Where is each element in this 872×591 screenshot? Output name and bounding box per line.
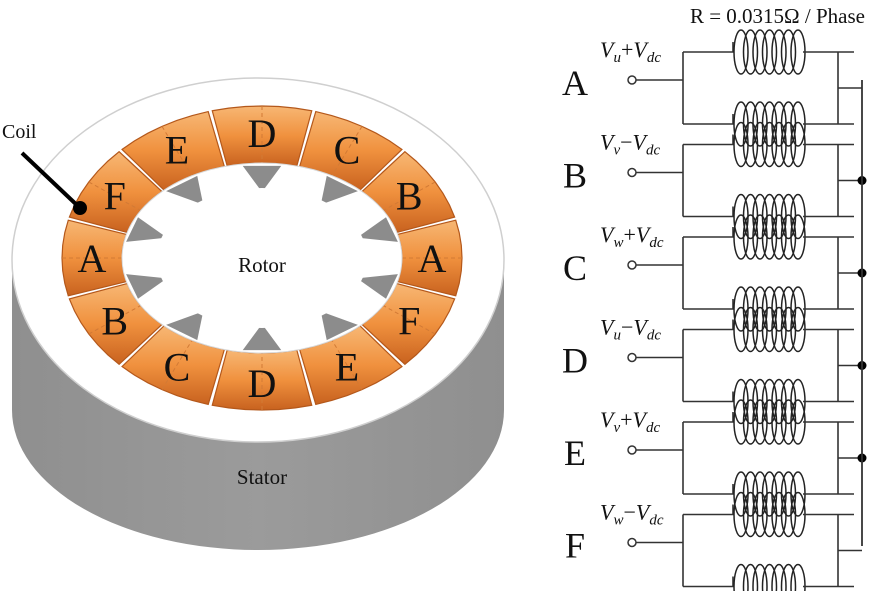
rotor-tooth [242, 324, 282, 351]
resistance-label: R = 0.0315Ω / Phase [690, 4, 865, 28]
inductor [683, 29, 854, 75]
coil-divider [331, 340, 363, 390]
phase-voltage-label: Vw+Vdc [600, 222, 664, 251]
rotor-tooth [166, 175, 204, 205]
phase-voltage-label: Vu+Vdc [600, 37, 661, 66]
coil-divider [331, 126, 363, 176]
inductor [683, 399, 854, 445]
coil-letter: C [334, 128, 361, 173]
phase-voltage-label: Vv+Vdc [600, 407, 661, 436]
rotor-tooth [126, 274, 167, 299]
rotor-tooth [242, 165, 282, 192]
rotor-tooth [357, 217, 398, 242]
phase-row-b: B Vv−Vdc [563, 121, 867, 240]
inductor [683, 491, 854, 538]
terminal-node [627, 260, 637, 270]
phase-letter: B [563, 156, 587, 196]
inductor [683, 286, 854, 332]
coil-letter: C [164, 344, 191, 389]
coil-letter: E [165, 128, 189, 173]
phase-voltage-label: Vv−Vdc [600, 130, 661, 159]
coil-letter: E [335, 344, 359, 389]
inductor [683, 471, 854, 517]
rotor-tooth [357, 274, 398, 299]
rotor-tooth [320, 311, 358, 341]
rotor-tooth [166, 311, 204, 341]
rotor-core [157, 188, 367, 328]
coil-letter: D [248, 111, 277, 156]
phase-letter: F [565, 526, 585, 566]
phase-row-c: C Vw+Vdc [563, 214, 867, 332]
inductor [683, 193, 854, 240]
terminal-node [627, 445, 637, 455]
phase-voltage-label: Vw−Vdc [600, 500, 664, 529]
inductor [683, 378, 854, 425]
coil-pointer-dot [73, 201, 87, 215]
inductor [683, 563, 854, 591]
terminal-node [627, 352, 637, 363]
coil-label: Coil [2, 121, 37, 143]
terminal-node [627, 537, 637, 548]
phase-letter: E [564, 433, 586, 473]
rotor-label: Rotor [238, 253, 286, 277]
phase-letter: A [562, 63, 588, 103]
coil-divider [88, 305, 141, 335]
phase-letter: C [563, 248, 587, 288]
phase-voltage-label: Vu−Vdc [600, 315, 661, 344]
phase-letter: D [562, 341, 588, 381]
terminal-node [627, 167, 637, 178]
coil-divider [161, 126, 193, 176]
inductor [683, 101, 854, 147]
coil-pointer-line [20, 151, 82, 210]
stator-label: Stator [237, 465, 287, 489]
rotor-tooth [126, 217, 167, 242]
coil-letter: A [78, 236, 107, 281]
inductor [683, 214, 854, 260]
inductor [683, 306, 854, 353]
rotor-tooth [320, 175, 358, 205]
coil-letter: D [248, 361, 277, 406]
phase-row-f: F Vw−Vdc [565, 491, 862, 591]
coil-divider [161, 340, 193, 390]
inductor [683, 121, 854, 168]
coil-divider [383, 181, 436, 211]
coil-divider [383, 305, 436, 335]
coil-letter: B [101, 299, 128, 344]
terminal-node [627, 75, 637, 85]
rotor-teeth [126, 165, 398, 351]
coil-letter: B [396, 174, 423, 219]
coil-letter: F [398, 299, 420, 344]
coil-divider [88, 181, 141, 211]
coil-letter: F [104, 174, 126, 219]
coil-letter: A [418, 236, 447, 281]
phase-row-e: E Vv+Vdc [564, 399, 867, 517]
